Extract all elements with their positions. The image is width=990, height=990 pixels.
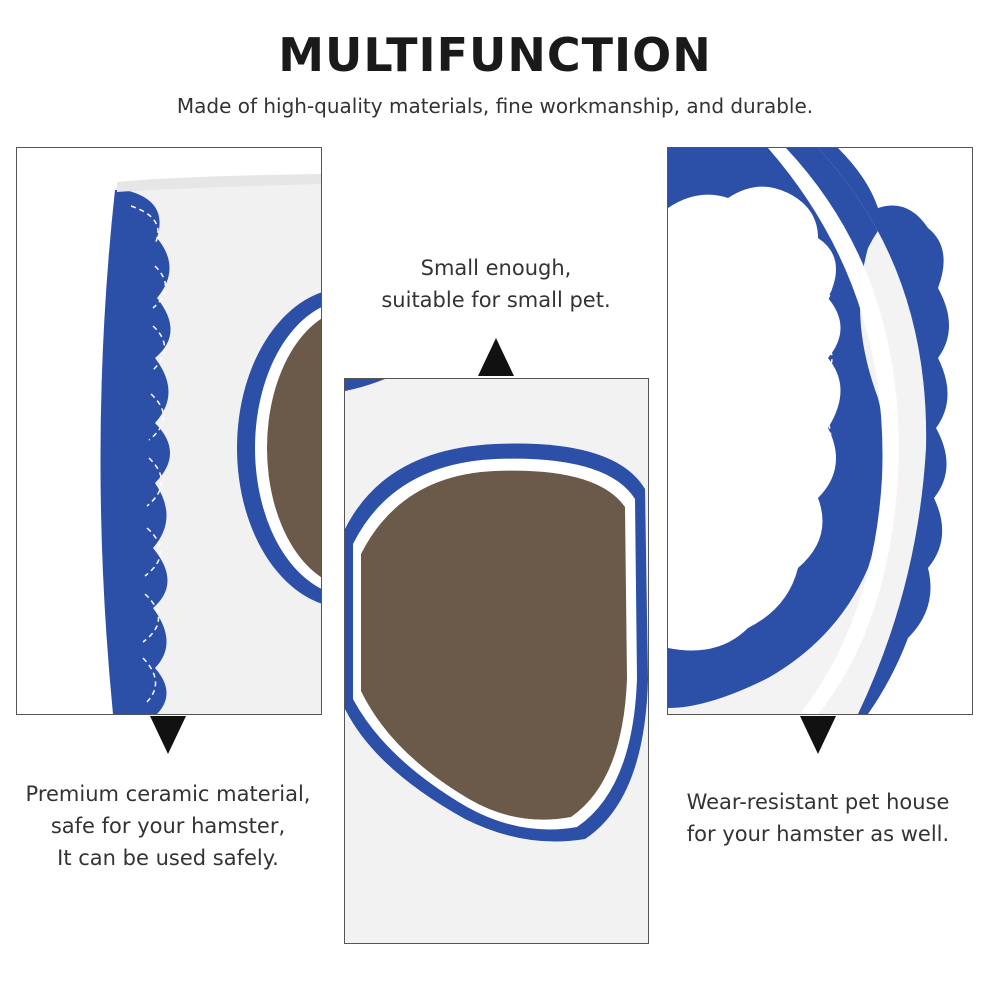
feature-caption-center: Small enough, suitable for small pet. [381, 256, 611, 312]
arrow-down-icon [800, 716, 836, 754]
product-photo-left [16, 147, 322, 715]
arrow-up-icon [478, 338, 514, 376]
feature-caption-right: Wear-resistant pet house for your hamste… [686, 790, 950, 846]
product-photo-right [667, 147, 973, 715]
arrow-down-icon [150, 716, 186, 754]
page-title: MULTIFUNCTION [278, 28, 712, 82]
product-photo-center [344, 378, 649, 944]
page-subtitle: Made of high-quality materials, fine wor… [176, 94, 814, 118]
feature-caption-left: Premium ceramic material, safe for your … [25, 782, 311, 870]
